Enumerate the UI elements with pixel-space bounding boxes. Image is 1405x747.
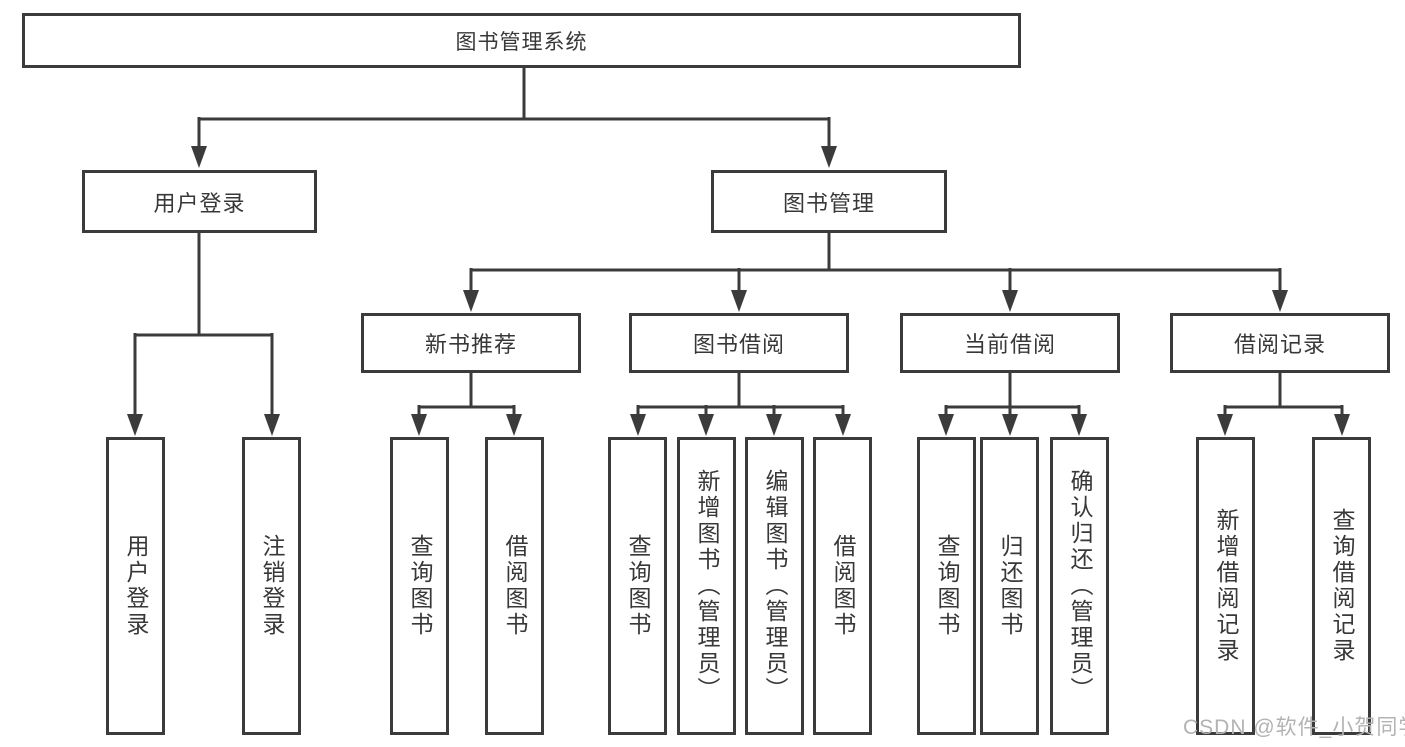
node-borrowing-records-label: 借阅记录 — [1233, 332, 1326, 357]
node-book-management-label: 图书管理 — [782, 190, 875, 216]
node-borrowing-records: 借阅记录 — [1170, 313, 1390, 373]
leaf-newbooks-query-label: 查询图书 — [407, 534, 433, 638]
node-current-borrowing: 当前借阅 — [900, 313, 1120, 373]
leaf-borrow-borrow-book: 借阅图书 — [813, 437, 872, 735]
leaf-user-login-label: 用户登录 — [123, 534, 149, 638]
leaf-current-query-label: 查询图书 — [934, 534, 960, 638]
leaf-records-query-label: 查询借阅记录 — [1329, 508, 1355, 664]
leaf-borrow-query-label: 查询图书 — [625, 534, 651, 638]
leaf-borrow-edit-book: 编辑图书（管理员） — [745, 437, 804, 735]
watermark: CSDN @软件_小贺同学 — [1183, 716, 1405, 739]
node-new-book-recommend: 新书推荐 — [361, 313, 581, 373]
leaf-current-query: 查询图书 — [917, 437, 976, 735]
leaf-logout-label: 注销登录 — [259, 534, 285, 638]
node-user-login-label: 用户登录 — [153, 190, 246, 216]
node-book-borrowing-label: 图书借阅 — [692, 332, 785, 357]
leaf-records-add: 新增借阅记录 — [1196, 437, 1255, 735]
leaf-newbooks-borrow-label: 借阅图书 — [502, 534, 528, 638]
leaf-borrow-edit-book-label: 编辑图书（管理员） — [762, 469, 788, 703]
node-root-label: 图书管理系统 — [455, 30, 588, 54]
leaf-current-return-label: 归还图书 — [997, 534, 1023, 638]
leaf-borrow-add-book: 新增图书（管理员） — [677, 437, 736, 735]
node-new-book-recommend-label: 新书推荐 — [424, 332, 517, 357]
leaf-logout: 注销登录 — [242, 437, 301, 735]
leaf-newbooks-query: 查询图书 — [390, 437, 449, 735]
node-user-login: 用户登录 — [82, 170, 317, 233]
leaf-borrow-borrow-book-label: 借阅图书 — [830, 534, 856, 638]
leaf-records-add-label: 新增借阅记录 — [1213, 508, 1239, 664]
leaf-records-query: 查询借阅记录 — [1312, 437, 1371, 735]
leaf-current-confirm-return: 确认归还（管理员） — [1050, 437, 1109, 735]
leaf-borrow-query: 查询图书 — [608, 437, 667, 735]
leaf-borrow-add-book-label: 新增图书（管理员） — [694, 469, 720, 703]
node-book-management: 图书管理 — [711, 170, 947, 233]
leaf-newbooks-borrow: 借阅图书 — [485, 437, 544, 735]
node-root-system: 图书管理系统 — [22, 13, 1021, 68]
leaf-current-confirm-return-label: 确认归还（管理员） — [1067, 469, 1093, 703]
leaf-user-login: 用户登录 — [106, 437, 165, 735]
leaf-current-return: 归还图书 — [980, 437, 1039, 735]
node-current-borrowing-label: 当前借阅 — [963, 332, 1056, 357]
node-book-borrowing: 图书借阅 — [629, 313, 849, 373]
